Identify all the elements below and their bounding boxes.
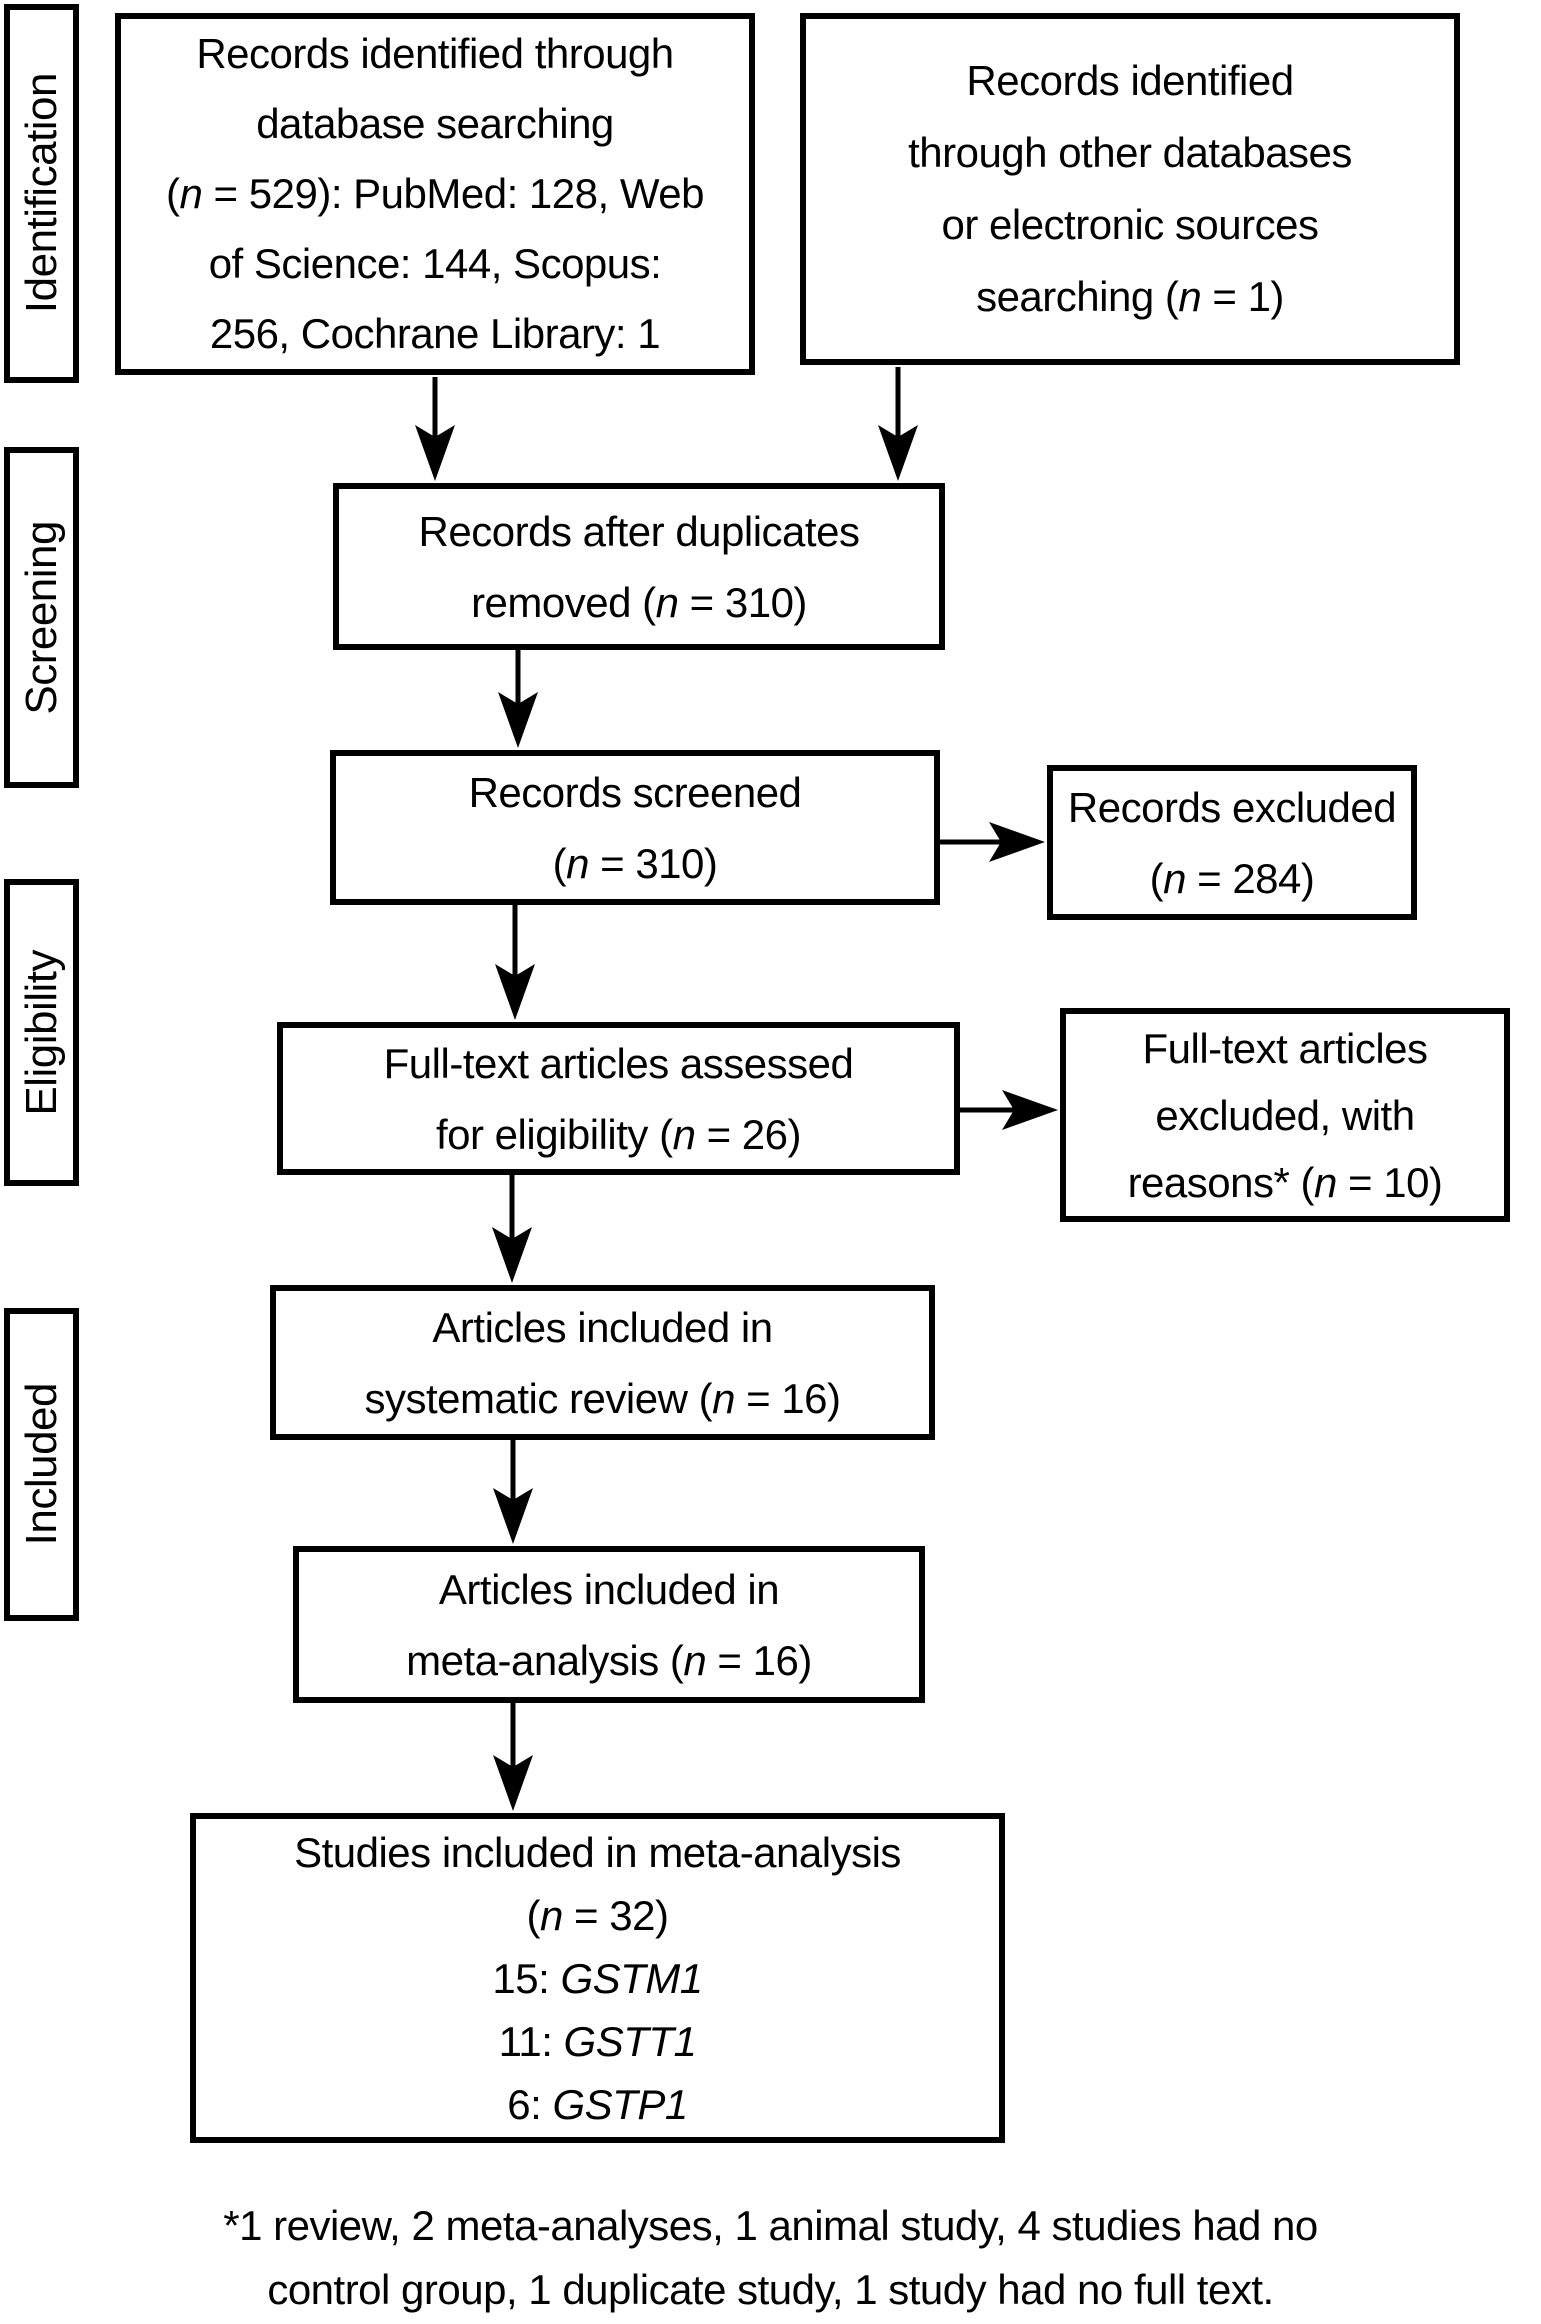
text-line: reasons* (n = 10): [1127, 1158, 1443, 1206]
arrow-assessed-to-systematic: [492, 1175, 532, 1283]
text-line: Records identified: [966, 57, 1294, 104]
text-line: meta-analysis (n = 16): [406, 1636, 812, 1684]
stage-label-screening: Screening: [4, 447, 79, 788]
text-line: through other databases: [908, 129, 1352, 176]
text-line: Articles included in: [438, 1565, 780, 1613]
stage-label-text: Screening: [16, 520, 66, 715]
text-line: 256, Cochrane Library: 1: [209, 310, 661, 357]
italic-n: n: [540, 1891, 563, 1939]
flow-box-fulltext-assessed: Full-text articles assessed for eligibil…: [277, 1022, 960, 1175]
text-line: Records excluded: [1067, 783, 1397, 831]
arrow-other-to-duplicates: [878, 367, 918, 481]
arrow-assessed-to-ft-excluded: [960, 1090, 1058, 1130]
stage-label-text: Identification: [16, 73, 66, 314]
text-line: (n = 284): [1149, 854, 1315, 902]
arrow-meta-to-studies: [493, 1703, 533, 1811]
stage-label-text: Included: [16, 1383, 66, 1546]
italic-n: n: [712, 1374, 735, 1422]
text-line: Studies included in meta-analysis: [294, 1828, 901, 1876]
text-line: Records screened: [468, 768, 802, 816]
stage-label-included: Included: [4, 1308, 79, 1621]
italic-n: n: [1313, 1158, 1337, 1206]
text-line: systematic review (n = 16): [364, 1374, 841, 1422]
italic-n: n: [655, 578, 679, 626]
italic-n: n: [1178, 273, 1202, 320]
arrow-screened-to-excluded: [940, 822, 1045, 862]
flow-box-studies-in-meta-analysis: Studies included in meta-analysis (n = 3…: [190, 1813, 1005, 2143]
text-line: 15: GSTM1: [492, 1954, 703, 2002]
text-line: 11: GSTT1: [498, 2017, 697, 2065]
text-line: (n = 529): PubMed: 128, Web: [166, 170, 704, 217]
flow-box-included-systematic-review: Articles included in systematic review (…: [270, 1285, 935, 1440]
flow-box-records-identified-other-sources: Records identified through other databas…: [800, 13, 1460, 365]
flow-box-records-after-duplicates-removed: Records after duplicates removed (n = 31…: [333, 483, 945, 650]
italic-n: n: [683, 1636, 707, 1684]
flow-box-records-identified-database: Records identified through database sear…: [115, 13, 755, 375]
text-line: or electronic sources: [941, 201, 1320, 248]
text-line: database searching: [256, 100, 614, 147]
text-line: Full-text articles: [1142, 1024, 1428, 1072]
stage-label-text: Eligibility: [16, 949, 66, 1116]
text-line: for eligibility (n = 26): [435, 1110, 802, 1158]
gene-name: GSTP1: [552, 2080, 688, 2128]
italic-n: n: [1163, 854, 1186, 902]
flow-box-included-meta-analysis: Articles included in meta-analysis (n = …: [293, 1546, 925, 1703]
arrow-duplicates-to-screened: [498, 650, 538, 748]
arrow-screened-to-assessed: [495, 905, 535, 1020]
stage-label-identification: Identification: [4, 4, 79, 383]
text-line: (n = 32): [526, 1891, 669, 1939]
flow-box-records-excluded: Records excluded (n = 284): [1047, 765, 1417, 920]
flow-box-records-screened: Records screened (n = 310): [330, 750, 940, 905]
italic-n: n: [566, 839, 589, 887]
text-line: excluded, with: [1155, 1091, 1415, 1139]
gene-name: GSTT1: [563, 2017, 697, 2065]
text-line: 6: GSTP1: [507, 2080, 688, 2128]
footnote-line-2: control group, 1 duplicate study, 1 stud…: [267, 2266, 1274, 2313]
stage-label-eligibility: Eligibility: [4, 879, 79, 1186]
text-line: (n = 310): [552, 839, 718, 887]
text-line: Records after duplicates: [418, 507, 860, 555]
text-line: Full-text articles assessed: [383, 1039, 854, 1087]
footnote: *1 review, 2 meta-analyses, 1 animal stu…: [0, 2194, 1541, 2322]
text-line: removed (n = 310): [471, 578, 807, 626]
italic-n: n: [672, 1110, 696, 1158]
arrow-systematic-to-meta: [493, 1440, 533, 1544]
footnote-line-1: *1 review, 2 meta-analyses, 1 animal stu…: [223, 2202, 1318, 2249]
gene-name: GSTM1: [560, 1954, 703, 2002]
text-line: searching (n = 1): [976, 273, 1284, 320]
arrow-db-to-duplicates: [415, 377, 455, 481]
text-line: Articles included in: [432, 1303, 773, 1351]
italic-n: n: [179, 170, 203, 217]
text-line: of Science: 144, Scopus:: [208, 240, 662, 287]
text-line: Records identified through: [196, 30, 674, 77]
flow-box-fulltext-excluded: Full-text articles excluded, with reason…: [1060, 1008, 1510, 1222]
